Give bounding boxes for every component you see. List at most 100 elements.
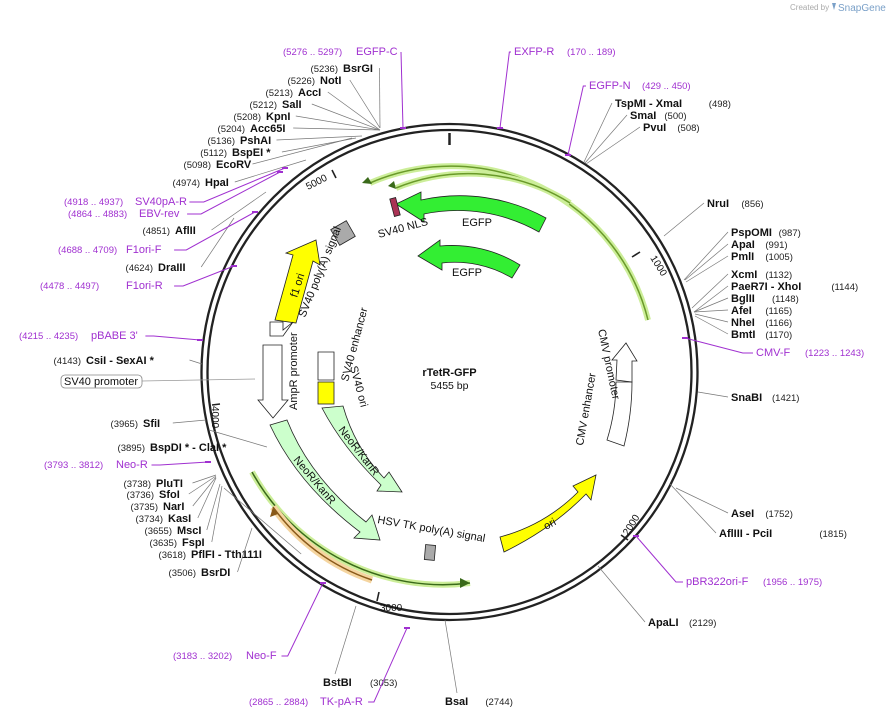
enzyme-name: PmlI xyxy=(731,251,754,263)
enzyme-site: MscI(3655) xyxy=(145,483,221,537)
primer-binding-site: SV40pA-R (4918 .. 4937) xyxy=(64,167,288,208)
enzyme-leader-line xyxy=(276,135,363,141)
enzyme-site: PluTI(3738) xyxy=(124,474,217,490)
enzyme-leader-line xyxy=(223,487,302,555)
enzyme-name: BspEI * xyxy=(232,147,271,159)
feature-hsv-tk-polya: HSV TK poly(A) signal xyxy=(376,514,486,561)
enzyme-position: (856) xyxy=(741,199,763,210)
plasmid-name: rTetR-GFP xyxy=(422,367,476,379)
enzyme-position: (1166) xyxy=(765,318,792,329)
enzyme-name: Acc65I xyxy=(250,123,285,135)
enzyme-leader-line xyxy=(252,137,353,165)
enzyme-name: MscI xyxy=(177,525,201,537)
svg-text:SV40 NLS: SV40 NLS xyxy=(377,216,430,241)
enzyme-name: BglII xyxy=(731,293,755,305)
svg-text:SV40 ori: SV40 ori xyxy=(347,365,370,409)
enzyme-name: HpaI xyxy=(205,177,229,189)
enzyme-site: NarI (3735) xyxy=(131,476,217,513)
enzyme-leader-line xyxy=(583,102,613,163)
backbone xyxy=(200,122,699,622)
enzyme-name: PaeR7I - XhoI xyxy=(731,281,801,293)
enzyme-site: TspMI - XmaI(498) xyxy=(583,98,731,163)
enzyme-position: (3734) xyxy=(136,514,163,525)
enzyme-position: (3053) xyxy=(370,678,397,689)
primer-binding-site: pBABE 3'(4215 .. 4235) xyxy=(19,330,203,342)
enzyme-position: (5112) xyxy=(200,148,227,159)
svg-text:EGFP: EGFP xyxy=(452,267,482,279)
snapgene-logo xyxy=(832,3,836,10)
enzyme-position: (3506) xyxy=(169,568,196,579)
primer-position: (4918 .. 4937) xyxy=(64,197,123,208)
enzyme-leader-line xyxy=(693,309,729,313)
primer-binding-site: TK-pA-R(2865 .. 2884) xyxy=(249,627,410,708)
enzyme-site: KpnI(5208) xyxy=(234,111,381,131)
enzyme-position: (4974) xyxy=(173,178,200,189)
primer-position: (4864 .. 4883) xyxy=(68,209,127,220)
primer-leader-line xyxy=(368,627,408,703)
enzyme-name: NheI xyxy=(731,317,755,329)
primer-position: (1223 .. 1243) xyxy=(805,348,864,359)
enzyme-position: (1165) xyxy=(765,306,792,317)
enzyme-site: SnaBI (1421) xyxy=(697,391,799,404)
enzyme-leader-line xyxy=(192,476,217,507)
enzyme-site: AccI (5213) xyxy=(266,87,381,131)
svg-text:NeoR/KanR: NeoR/KanR xyxy=(336,424,382,478)
enzyme-position: (5204) xyxy=(218,124,245,135)
enzyme-position: (498) xyxy=(709,99,731,110)
enzyme-leader-line xyxy=(295,115,381,131)
labels-layer: BsrGI(5236)NotI(5226)AccI(5213)SalI(5212… xyxy=(19,46,864,708)
enzyme-leader-line xyxy=(693,297,729,313)
svg-text:4000: 4000 xyxy=(209,406,220,429)
enzyme-leader-line xyxy=(211,485,223,543)
enzyme-position: (3738) xyxy=(124,479,151,490)
svg-text:2000: 2000 xyxy=(621,513,642,538)
primer-name: pBR322ori-F xyxy=(686,576,749,588)
primer-binding-site: F1ori-F(4688 .. 4709) xyxy=(58,211,258,256)
primer-binding-site: Neo-F(3183 .. 3202) xyxy=(173,582,326,662)
enzyme-name: KpnI xyxy=(266,111,290,123)
enzyme-position: (3735) xyxy=(131,502,158,513)
enzyme-position: (1815) xyxy=(819,529,846,540)
enzyme-leader-line xyxy=(694,315,729,335)
primer-binding-site: EGFP-C(5276 .. 5297) xyxy=(283,46,406,129)
enzyme-position: (1421) xyxy=(772,393,799,404)
enzyme-site: BsrDI(3506) xyxy=(169,527,253,579)
enzyme-site: BmtI(1170) xyxy=(694,315,792,341)
enzyme-name: NarI xyxy=(163,501,184,513)
enzyme-position: (3635) xyxy=(150,538,177,549)
enzyme-site: PmlI (1005) xyxy=(685,251,793,283)
enzyme-leader-line xyxy=(684,243,729,281)
enzyme-position: (5213) xyxy=(266,88,293,99)
enzyme-leader-line xyxy=(211,191,267,231)
primer-leader-line xyxy=(635,535,683,583)
enzyme-name: SfiI xyxy=(143,418,160,430)
enzyme-name: AfeI xyxy=(731,305,752,317)
primer-name: SV40pA-R xyxy=(135,196,187,208)
enzyme-position: (4624) xyxy=(126,263,153,274)
enzyme-position: (508) xyxy=(677,123,699,134)
enzyme-name: NotI xyxy=(320,75,341,87)
enzyme-leader-line xyxy=(585,126,641,165)
enzyme-leader-line xyxy=(208,429,267,448)
enzyme-leader-line xyxy=(694,313,729,323)
primer-leader-line xyxy=(174,211,256,251)
enzyme-name: KasI xyxy=(168,513,191,525)
primer-binding-site: EGFP-N(429 .. 450) xyxy=(565,80,691,156)
primer-name: F1ori-R xyxy=(126,280,163,292)
enzyme-site: NotI(5226) xyxy=(288,75,381,129)
enzyme-site: NheI (1166) xyxy=(694,313,792,329)
enzyme-name: SnaBI xyxy=(731,392,762,404)
enzyme-leader-line xyxy=(669,483,717,534)
enzyme-name: AflIII - PciI xyxy=(719,528,772,540)
primer-name: CMV-F xyxy=(756,347,791,359)
enzyme-name: AccI xyxy=(298,87,321,99)
primer-position: (429 .. 450) xyxy=(642,81,691,92)
primer-binding-site: F1ori-R(4478 .. 4497) xyxy=(40,265,237,292)
enzyme-position: (3895) xyxy=(118,443,145,454)
enzyme-position: (1005) xyxy=(765,252,792,263)
enzyme-leader-line xyxy=(237,527,253,573)
sv40-promoter-label: SV40 promoter xyxy=(60,374,256,389)
enzyme-site: AfeI (1165) xyxy=(693,305,792,317)
feature-ori: ori xyxy=(499,474,597,553)
enzyme-site: BglII(1148) xyxy=(693,293,799,313)
